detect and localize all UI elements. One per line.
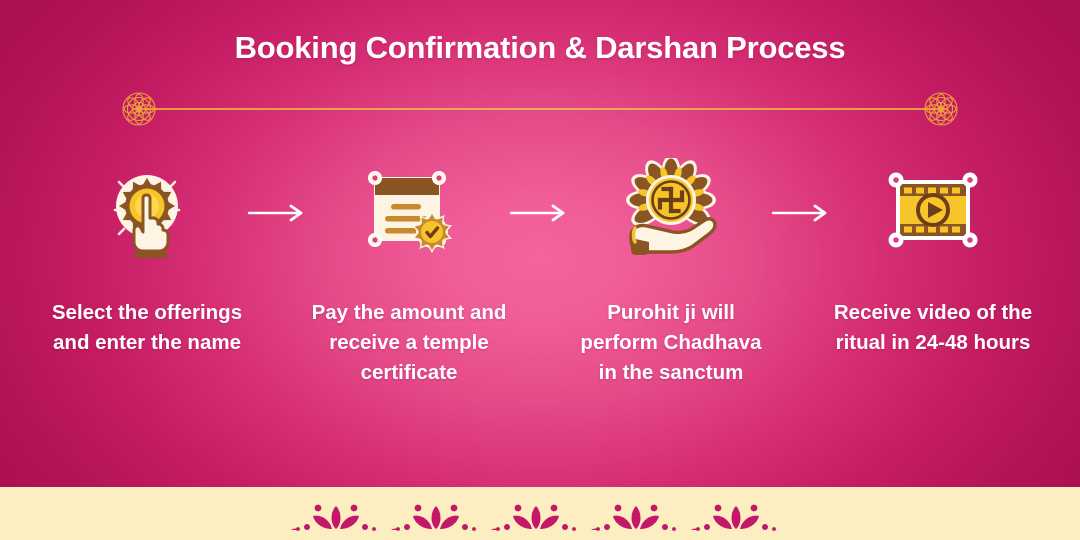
connector-1 [237,160,319,265]
step-2-icon-wrap [359,160,459,265]
hand-holding-swastika-flower-icon [619,155,723,267]
decorative-divider [120,90,960,128]
step-1-caption: Select the offerings and enter the name [51,301,243,354]
step-4-icon-wrap [883,160,983,265]
certificate-seal-icon [359,160,459,265]
step-2[interactable]: Pay the amount and receive a temple cert… [312,160,506,388]
divider-line [144,108,936,110]
step-4[interactable]: Receive video of the ritual in 24-48 hou… [834,160,1032,358]
step-4-caption: Receive video of the ritual in 24-48 hou… [833,301,1033,354]
step-3[interactable]: Purohit ji will perform Chadhava in the … [580,155,762,388]
connector-2 [499,160,581,265]
arrow-right-icon [247,202,309,224]
process-steps: Select the offerings and enter the name [0,155,1080,410]
lotus-border-motif [0,487,1080,540]
arrow-right-icon [771,202,833,224]
mandala-ornament-right [922,90,960,128]
step-3-caption: Purohit ji will perform Chadhava in the … [580,301,762,384]
hand-click-sunburst-icon [97,160,197,265]
page-title: Booking Confirmation & Darshan Process [234,30,846,65]
step-3-icon-wrap [619,155,723,267]
mandala-ornament-left [120,90,158,128]
connector-3 [761,160,843,265]
step-2-caption: Pay the amount and receive a temple cert… [311,301,507,384]
video-film-play-icon [883,160,983,265]
arrow-right-icon [509,202,571,224]
step-1[interactable]: Select the offerings and enter the name [52,160,242,358]
step-1-icon-wrap [97,160,197,265]
